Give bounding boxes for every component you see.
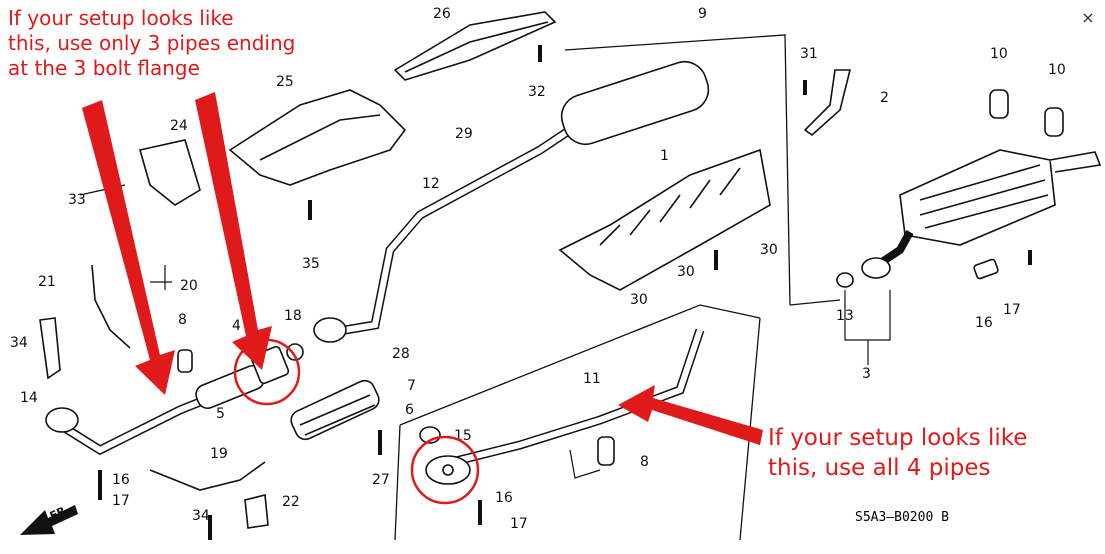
bracket-2: [803, 69, 852, 137]
muffler-detail: [919, 164, 1049, 229]
hanger-10a: [989, 89, 1009, 119]
part-label-25: 25: [276, 74, 294, 90]
cat-detail: [299, 394, 376, 436]
hanger-10b: [1044, 107, 1064, 137]
box-line-lower-left: [394, 424, 401, 541]
part-label-27: 27: [372, 472, 390, 488]
part-label-11: 11: [583, 371, 601, 387]
heat-shield-26-detail: [404, 21, 549, 73]
o2-sensor-20-wire: [91, 264, 131, 349]
part-label-34a: 34: [10, 335, 28, 351]
part-label-24: 24: [170, 118, 188, 134]
front-arrow-icon: [20, 505, 78, 535]
leader-13-3: [844, 290, 891, 365]
leader-20: [150, 265, 172, 290]
resonator: [560, 60, 710, 146]
part-label-5: 5: [216, 406, 225, 422]
heat-shield-26: [393, 11, 557, 81]
heat-shield-25: [228, 89, 407, 186]
part-label-12: 12: [422, 176, 440, 192]
box-line-lower: [399, 304, 761, 426]
callout-three-pipes: If your setup looks like this, use only …: [8, 6, 296, 80]
bracket-21: [39, 317, 61, 380]
bolts: [98, 45, 1032, 540]
bracket-22: [244, 493, 269, 529]
part-label-17c: 17: [510, 516, 528, 532]
annotations: [82, 92, 763, 505]
muffler-flange: [861, 257, 891, 279]
center-pipe-12-inner: [344, 127, 572, 333]
part-label-16c: 16: [495, 490, 513, 506]
part-labels: 1 2 3 4 5 6 7 8 8 9 10 10 11 12 13 14 15…: [10, 6, 1066, 532]
red-arrow-left-2: [195, 92, 272, 370]
part-label-9: 9: [698, 6, 707, 22]
part-label-2: 2: [880, 90, 889, 106]
diagram-code: S5A3—B0200 B: [855, 510, 949, 525]
heat-shield-25-detail: [259, 114, 381, 161]
part-label-17b: 17: [112, 493, 130, 509]
part-label-1: 1: [660, 148, 669, 164]
part-label-4: 4: [232, 318, 241, 334]
part-label-14: 14: [20, 390, 38, 406]
heat-shield-24: [138, 139, 201, 206]
callout-four-pipes: If your setup looks like this, use all 4…: [768, 425, 1028, 481]
leader-8b: [569, 449, 601, 479]
hanger-8a: [177, 349, 193, 373]
red-arrow-left-1: [82, 100, 175, 395]
part-label-28: 28: [392, 346, 410, 362]
part-label-35: 35: [302, 256, 320, 272]
line-art: [39, 11, 1102, 541]
part-label-3: 3: [862, 366, 871, 382]
gasket-13: [836, 272, 854, 288]
part-label-10b: 10: [1048, 62, 1066, 78]
part-label-6: 6: [405, 402, 414, 418]
gasket-18: [286, 343, 304, 361]
o2-sensor-19-wire: [149, 461, 266, 491]
part-label-19: 19: [210, 446, 228, 462]
muffler: [899, 149, 1056, 246]
part-label-8a: 8: [178, 312, 187, 328]
part-label-16b: 16: [112, 472, 130, 488]
part-label-10a: 10: [990, 46, 1008, 62]
part-label-20: 20: [180, 278, 198, 294]
part-label-29: 29: [455, 126, 473, 142]
part-label-21: 21: [38, 274, 56, 290]
front-arrow: FR.: [20, 502, 78, 535]
part-label-13: 13: [836, 308, 854, 324]
heat-shield-1-ribs: [599, 167, 741, 246]
part-label-7: 7: [407, 378, 416, 394]
flange-28: [313, 317, 347, 343]
manifold-flange: [45, 407, 79, 433]
part-label-30b: 30: [677, 264, 695, 280]
part-label-8b: 8: [640, 454, 649, 470]
front-label: FR.: [48, 502, 72, 522]
close-icon[interactable]: ×: [1081, 8, 1095, 27]
box-line-top: [564, 34, 791, 306]
red-arrow-right: [618, 385, 763, 445]
part-label-22: 22: [282, 494, 300, 510]
part-label-32: 32: [528, 84, 546, 100]
flange-lower-hole: [442, 464, 454, 476]
box-line-right: [789, 299, 841, 306]
part-label-18: 18: [284, 308, 302, 324]
pipe-11-inner: [439, 329, 703, 468]
part-label-26: 26: [433, 6, 451, 22]
red-circle-lower-flange: [410, 435, 480, 505]
part-label-33: 33: [68, 192, 86, 208]
heat-shield-1: [558, 148, 771, 291]
part-label-30c: 30: [630, 292, 648, 308]
part-label-31: 31: [800, 46, 818, 62]
red-circle-three-bolt: [233, 338, 301, 406]
part-label-17a: 17: [1003, 302, 1021, 318]
spring-16: [973, 258, 999, 280]
part-label-16a: 16: [975, 315, 993, 331]
tailpipe: [1049, 151, 1102, 173]
part-label-30a: 30: [760, 242, 778, 258]
hanger-8b: [597, 436, 615, 466]
part-label-34b: 34: [192, 508, 210, 524]
